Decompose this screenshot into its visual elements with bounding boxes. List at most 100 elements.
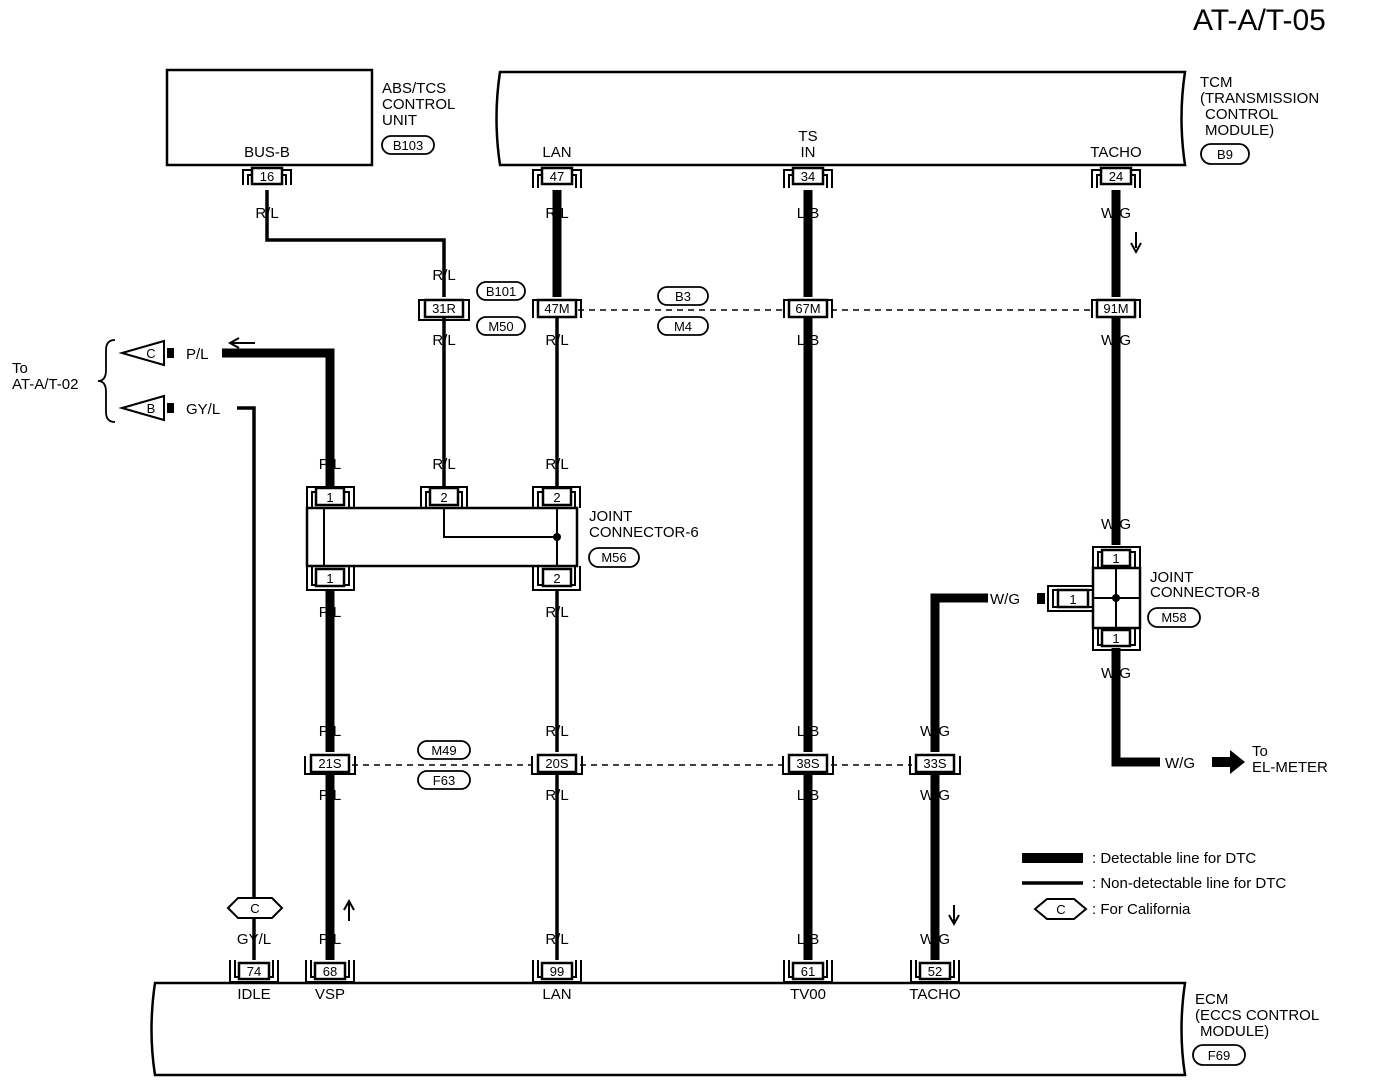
page-title: AT-A/T-05 xyxy=(1193,4,1326,37)
color-ecm-tacho-wg: W/G xyxy=(920,931,950,948)
joint6-bottom-pin-2: 2 xyxy=(553,571,560,586)
to-el-meter-line1: To xyxy=(1252,743,1268,760)
connector-31r-label: 31R xyxy=(432,301,456,316)
joint6-top-pin-2b: 2 xyxy=(553,490,560,505)
abs-tcs-connector-label: B103 xyxy=(393,138,423,153)
ecm-terminal-tv00: TV00 xyxy=(790,986,826,1003)
color-joint6-in-rl-a: R/L xyxy=(432,456,455,473)
connector-21s-label: 21S xyxy=(318,756,341,771)
pin-ecm-74: 74 xyxy=(229,960,279,983)
abs-tcs-name-line-1: ABS/TCS xyxy=(382,80,446,97)
connector-33s: 33S xyxy=(909,753,961,775)
arrow-b-icon xyxy=(118,394,165,422)
joint6-name-line-1: JOINT xyxy=(589,508,632,525)
connector-b3-label: B3 xyxy=(675,289,691,304)
pin-tcm-34: 34 xyxy=(783,166,833,188)
color-31r-bottom-rl: R/L xyxy=(432,332,455,349)
color-joint6-in-pl: P/L xyxy=(319,456,342,473)
joint6-bottom-pin-1: 1 xyxy=(326,571,333,586)
tcm-terminal-ts: TS xyxy=(798,128,817,145)
pin-tcm-24-label: 24 xyxy=(1109,169,1123,184)
pin-ecm-61-label: 61 xyxy=(801,964,815,979)
color-ecm-tv00-lb: L/B xyxy=(797,931,820,948)
connector-91m: 91M xyxy=(1091,298,1141,319)
connector-m49-label: M49 xyxy=(431,743,456,758)
connector-47m: 47M xyxy=(532,298,582,319)
legend: : Detectable line for DTC : Non-detectab… xyxy=(1022,850,1286,920)
pin-ecm-74-label: 74 xyxy=(247,964,261,979)
joint6-name-line-2: CONNECTOR-6 xyxy=(589,524,699,541)
tcm-name-line-1: TCM xyxy=(1200,74,1233,91)
color-67m-bottom-lb: L/B xyxy=(797,332,820,349)
color-31r-top-rl: R/L xyxy=(432,267,455,284)
connector-m4-label: M4 xyxy=(674,319,692,334)
ecm-name-line-3: MODULE) xyxy=(1200,1023,1269,1040)
connector-38s: 38S xyxy=(782,753,834,775)
joint8-name-line-2: CONNECTOR-8 xyxy=(1150,584,1260,601)
pin-tcm-47-label: 47 xyxy=(550,169,564,184)
tcm-connector-label: B9 xyxy=(1217,147,1233,162)
ecm-terminal-tacho: TACHO xyxy=(909,986,960,1003)
color-joint6-out-pl: P/L xyxy=(319,604,342,621)
tcm-terminal-tacho: TACHO xyxy=(1090,144,1141,161)
legend-california-hex-icon xyxy=(1033,898,1088,920)
joint8-top-pin-1: 1 xyxy=(1112,551,1119,566)
color-abs-rl: R/L xyxy=(255,205,278,222)
joint8-connector-label: M58 xyxy=(1161,610,1186,625)
connector-20s: 20S xyxy=(531,753,583,775)
color-pl-atat02: P/L xyxy=(186,346,209,363)
tcm-name-line-4: MODULE) xyxy=(1205,122,1274,139)
tcm-unit: TCM (TRANSMISSION CONTROL MODULE) B9 LAN… xyxy=(495,70,1319,167)
color-joint6-in-rl-b: R/L xyxy=(545,456,568,473)
color-joint6-out-rl: R/L xyxy=(545,604,568,621)
connector-f63-label: F63 xyxy=(433,773,455,788)
color-ecm-lan-rl: R/L xyxy=(545,931,568,948)
color-ecm-idle-gyl: GY/L xyxy=(237,931,271,948)
color-21s-bottom-pl: P/L xyxy=(319,787,342,804)
abs-tcs-terminal-bus-b: BUS-B xyxy=(244,144,290,161)
wire-rl-abs-to-b101 xyxy=(265,190,446,297)
color-gyl-atat02: GY/L xyxy=(186,401,220,418)
arrow-left-icon xyxy=(227,337,255,349)
pin-ecm-99: 99 xyxy=(532,960,582,983)
color-ecm-vsp-pl: P/L xyxy=(319,931,342,948)
legend-detectable: : Detectable line for DTC xyxy=(1092,850,1256,867)
connector-31r: 31R xyxy=(418,298,470,321)
legend-non-detectable: : Non-detectable line for DTC xyxy=(1092,875,1286,892)
ecm-terminal-idle: IDLE xyxy=(237,986,270,1003)
pin-ecm-68-label: 68 xyxy=(323,964,337,979)
color-joint8-in-wg: W/G xyxy=(1101,516,1131,533)
color-33s-top-wg: W/G xyxy=(920,723,950,740)
color-20s-top-rl: R/L xyxy=(545,723,568,740)
connector-67m-label: 67M xyxy=(795,301,820,316)
connector-20s-label: 20S xyxy=(545,756,568,771)
color-21s-top-pl: P/L xyxy=(319,723,342,740)
connector-47m-label: 47M xyxy=(544,301,569,316)
joint6-top-pin-1: 1 xyxy=(326,490,333,505)
color-el-meter-wg: W/G xyxy=(1165,755,1195,772)
arrow-c-icon xyxy=(118,339,165,367)
wire-wg-joint8-to-el-meter xyxy=(1111,648,1160,767)
abs-tcs-name-line-3: UNIT xyxy=(382,112,417,129)
color-38s-top-lb: L/B xyxy=(797,723,820,740)
ecm-unit: ECM (ECCS CONTROL MODULE) F69 IDLE VSP L… xyxy=(150,981,1319,1077)
pin-abs-16-label: 16 xyxy=(260,169,274,184)
wire-pl-atat02-to-joint6 xyxy=(222,348,335,490)
pin-ecm-68: 68 xyxy=(305,960,355,983)
to-atat02-line2: AT-A/T-02 xyxy=(12,376,78,393)
pin-ecm-61: 61 xyxy=(783,960,833,983)
to-atat02-line1: To xyxy=(12,360,28,377)
color-tcm-ts-lb: L/B xyxy=(797,205,820,222)
connector-91m-label: 91M xyxy=(1103,301,1128,316)
pin-abs-16: 16 xyxy=(242,166,292,186)
wire-gyl-atat02 xyxy=(237,406,256,898)
pin-ecm-52: 52 xyxy=(910,960,960,983)
to-atat02-c-marker: C xyxy=(146,346,155,361)
color-33s-bottom-wg: W/G xyxy=(920,787,950,804)
pin-tcm-34-label: 34 xyxy=(801,169,815,184)
legend-california: : For California xyxy=(1092,901,1191,918)
ecm-connector-label: F69 xyxy=(1208,1048,1230,1063)
connector-21s: 21S xyxy=(304,753,356,775)
tcm-name-line-3: CONTROL xyxy=(1205,106,1278,123)
